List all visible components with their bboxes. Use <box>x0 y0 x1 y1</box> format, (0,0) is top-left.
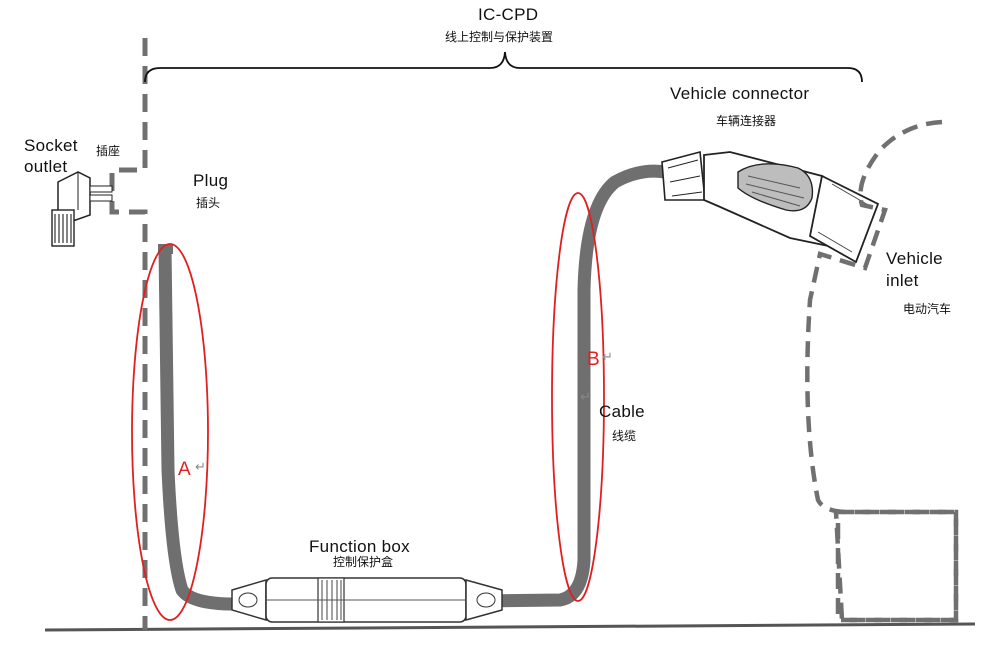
cable-line <box>158 164 667 611</box>
function-box <box>231 577 503 623</box>
function-box-label: Function box <box>309 537 410 556</box>
return-mark-a: ↵ <box>195 459 206 474</box>
vehicle-connector-label: Vehicle connector <box>670 84 810 103</box>
highlight-ellipse-b <box>551 192 605 602</box>
vehicle-inlet-label-line1: Vehicle <box>886 249 943 268</box>
wall-dashed-line <box>109 38 148 630</box>
plug-cn-label: 插头 <box>196 196 221 210</box>
vehicle-connector-cn-label: 车辆连接器 <box>716 114 777 128</box>
vehicle-inlet-label-line2: inlet <box>886 271 919 290</box>
highlight-ellipse-a <box>131 243 209 621</box>
socket-outlet-icon <box>51 171 113 247</box>
return-mark-cable: ↵ <box>580 389 591 404</box>
cable-cn-label: 线缆 <box>612 429 637 443</box>
plug-label: Plug <box>193 171 229 190</box>
return-mark-b: ↵ <box>602 349 613 364</box>
socket-outlet-cn-label: 插座 <box>96 144 121 158</box>
ic-cpd-label: IC-CPD <box>478 5 539 24</box>
socket-outlet-label-line1: Socket <box>24 136 78 155</box>
ground-line <box>44 622 976 632</box>
vehicle-inlet-cn-label: 电动汽车 <box>903 302 952 316</box>
socket-outlet-label-line2: outlet <box>24 157 68 176</box>
vehicle-body-dashed <box>805 119 959 623</box>
marker-b: B <box>587 349 600 370</box>
marker-a: A <box>178 459 191 480</box>
ic-cpd-cn-label: 线上控制与保护装置 <box>445 30 554 44</box>
plug-end <box>158 244 173 254</box>
cable-label: Cable <box>599 402 645 421</box>
ic-cpd-brace <box>144 51 863 83</box>
function-box-cn-label: 控制保护盒 <box>333 555 394 569</box>
wheel-well-dashed <box>835 509 959 623</box>
vehicle-connector-icon <box>661 150 880 264</box>
